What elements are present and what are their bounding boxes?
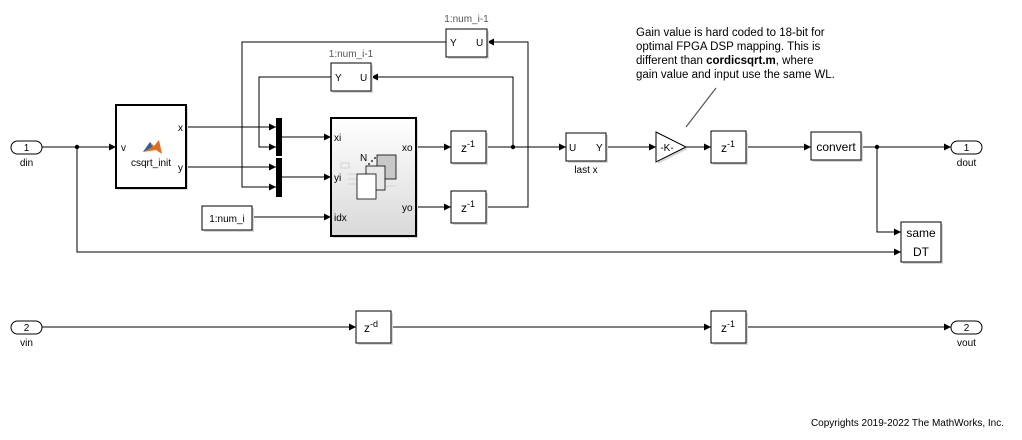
- iterator-count-label: N: [360, 153, 367, 164]
- inport-label: vin: [20, 338, 33, 349]
- last-x-block[interactable]: U Y last x: [565, 132, 608, 176]
- csqrt-init-block[interactable]: v x y csqrt_init: [115, 104, 188, 190]
- annotation-leader-line: [685, 87, 717, 128]
- svg-text:z-1: z-1: [461, 199, 475, 215]
- block-name: last x: [574, 165, 597, 176]
- port-label-u: U: [476, 38, 483, 49]
- inport-vin[interactable]: 2 vin: [10, 320, 43, 349]
- outport-number: 1: [964, 143, 970, 154]
- delay-base: z: [461, 141, 467, 155]
- port-label-xi: xi: [334, 133, 341, 144]
- outport-label: vout: [957, 338, 976, 349]
- delay-yo-block[interactable]: z-1: [450, 190, 488, 225]
- wire-feedback-x[interactable]: [371, 73, 514, 147]
- inport-number: 1: [24, 143, 30, 154]
- inport-label: din: [20, 158, 33, 169]
- delay-base: z: [721, 321, 727, 335]
- iterator-stack-icon: N: [340, 153, 397, 200]
- outport-dout[interactable]: 1 dout: [950, 140, 983, 169]
- matlab-function-icon: [143, 140, 162, 154]
- delay-exponent: -1: [467, 139, 475, 149]
- port-label-yi: yi: [334, 173, 341, 184]
- outport-number: 2: [964, 323, 970, 334]
- annotation-line-3: different than cordicsqrt.m, where: [636, 55, 814, 67]
- svg-text:z-1: z-1: [721, 139, 735, 155]
- convert-label: convert: [816, 140, 856, 154]
- block-name: csqrt_init: [131, 158, 171, 169]
- same-dt-line2: DT: [913, 245, 930, 259]
- annotation-line-2: optimal FPGA DSP mapping. This is: [636, 41, 821, 53]
- delay-xo-block[interactable]: z-1: [450, 130, 488, 165]
- port-label-v: v: [121, 143, 126, 154]
- port-label-y: Y: [335, 73, 342, 84]
- mux-x[interactable]: [276, 118, 282, 156]
- delay-exponent: -1: [467, 199, 475, 209]
- selector-top-block[interactable]: 1:num_i-1 Y U: [444, 14, 489, 59]
- inport-number: 2: [24, 323, 30, 334]
- port-label-u: U: [360, 73, 367, 84]
- wire-feedback-y[interactable]: [486, 38, 529, 208]
- iterator-subsystem[interactable]: xi yi idx xo yo N: [330, 117, 418, 238]
- wire-convert-to-samedt[interactable]: [876, 147, 901, 236]
- outport-vout[interactable]: 2 vout: [950, 320, 983, 349]
- delay-exponent: -1: [727, 139, 735, 149]
- gain-block[interactable]: -K-: [655, 131, 688, 164]
- outport-label: dout: [957, 158, 977, 169]
- port-label-y: Y: [596, 143, 603, 154]
- port-label-x: x: [178, 123, 183, 134]
- port-label-u: U: [569, 143, 576, 154]
- convert-block[interactable]: convert: [810, 131, 863, 162]
- constant-block[interactable]: 1:num_i: [201, 205, 254, 232]
- svg-text:z-d: z-d: [364, 319, 378, 335]
- port-label-idx: idx: [334, 213, 347, 224]
- port-label-y: y: [178, 163, 183, 174]
- annotation-line-4: gain value and input use the same WL.: [636, 69, 835, 81]
- inport-din[interactable]: 1 din: [10, 140, 43, 169]
- selector-label: 1:num_i-1: [444, 14, 489, 25]
- delay-exponent: -d: [370, 319, 378, 329]
- port-label-y: Y: [450, 38, 457, 49]
- delay-exponent: -1: [727, 319, 735, 329]
- mux-y[interactable]: [276, 158, 282, 197]
- annotation-line-1: Gain value is hard coded to 18-bit for: [636, 27, 825, 39]
- same-dt-line1: same: [906, 226, 936, 240]
- port-label-yo: yo: [402, 203, 413, 214]
- gain-value: -K-: [660, 143, 673, 154]
- selector-label: 1:num_i-1: [329, 49, 374, 60]
- svg-text:z-1: z-1: [721, 319, 735, 335]
- same-dt-block[interactable]: same DT: [900, 221, 943, 264]
- delay-vin-1-block[interactable]: z-1: [710, 310, 748, 345]
- wire-din-to-samedt[interactable]: [76, 147, 901, 256]
- delay-vin-d-block[interactable]: z-d: [355, 310, 393, 345]
- wire-selector-top-to-mux2[interactable]: [241, 41, 446, 191]
- signal-lines: [42, 38, 951, 331]
- delay-base: z: [461, 201, 467, 215]
- wire-selector-mid-to-mux1[interactable]: [258, 76, 331, 151]
- selector-mid-block[interactable]: 1:num_i-1 Y U: [329, 49, 374, 93]
- constant-value: 1:num_i: [209, 214, 245, 225]
- gain-annotation[interactable]: Gain value is hard coded to 18-bit for o…: [636, 27, 835, 81]
- delay-base: z: [364, 321, 370, 335]
- delay-gain-block[interactable]: z-1: [710, 130, 748, 165]
- copyright-text: Copyrights 2019-2022 The MathWorks, Inc.: [811, 418, 1004, 429]
- annotation-bold-filename: cordicsqrt.m: [706, 55, 776, 67]
- delay-base: z: [721, 141, 727, 155]
- port-label-xo: xo: [402, 143, 413, 154]
- svg-text:z-1: z-1: [461, 139, 475, 155]
